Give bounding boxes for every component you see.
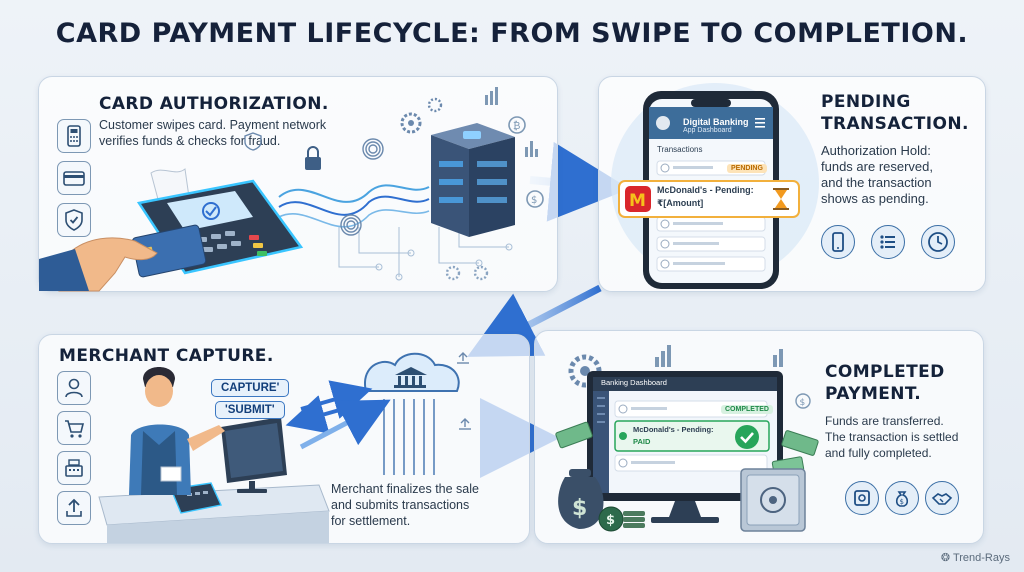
completed-desc-line3: and fully completed. — [825, 446, 932, 460]
completed-heading-line2: PAYMENT. — [825, 384, 922, 404]
pending-heading-line2: TRANSACTION. — [821, 114, 969, 134]
checkmark-shield-icon — [244, 132, 262, 151]
circuit-lines — [338, 227, 513, 281]
small-upload-icon — [457, 352, 469, 364]
check-badge-icon — [735, 425, 759, 449]
lock-icon — [305, 146, 321, 170]
gear-icon — [400, 112, 422, 134]
vault-safe — [740, 468, 806, 532]
bar-chart-icon — [655, 345, 783, 367]
handshake-icon — [925, 481, 959, 515]
user-icon — [57, 371, 91, 405]
fingerprint-icon — [362, 138, 384, 160]
phone-transactions-label: Transactions — [657, 145, 703, 154]
pending-badge: PENDING — [727, 164, 767, 173]
authorization-desc-line1: Customer swipes card. Payment network — [99, 118, 327, 132]
shopping-cart-icon — [57, 411, 91, 445]
cash-register-icon — [57, 451, 91, 485]
completed-desc-line2: The transaction is settled — [825, 430, 959, 444]
pending-desc-line4: shows as pending. — [821, 191, 929, 206]
svg-text:$: $ — [531, 195, 537, 206]
credit-card-icon — [57, 161, 91, 195]
authorization-illustration: ₿ $ — [39, 87, 544, 292]
safe-icon — [845, 481, 879, 515]
completed-row-status: PAID — [633, 437, 651, 446]
bitcoin-coin-icon: ₿ — [508, 116, 526, 134]
dashboard-title: Banking Dashboard — [601, 378, 667, 387]
completed-row-merchant: McDonald's - Pending: — [633, 425, 714, 434]
small-upload-icon-lower — [459, 418, 471, 430]
brand-watermark: ❂ Trend-Rays — [941, 551, 1010, 564]
pos-terminal-icon — [57, 119, 91, 153]
authorization-panel: CARD AUTHORIZATION. Customer swipes card… — [38, 76, 558, 292]
gear-icon-bottom — [445, 265, 489, 281]
gear-icon-small — [427, 97, 443, 113]
capture-desc-line1: Merchant finalizes the sale — [331, 482, 479, 496]
merchant-person — [129, 367, 225, 495]
phone-app-subtitle: App Dashboard — [683, 127, 732, 134]
dollar-coin-icon: $ — [526, 190, 544, 208]
data-waves — [278, 184, 430, 228]
phone-app-title: Digital Banking — [683, 117, 749, 127]
upload-icon — [57, 491, 91, 525]
banknotes — [555, 421, 819, 476]
clock-icon — [921, 225, 955, 259]
list-icon — [871, 225, 905, 259]
smartphone-icon — [821, 225, 855, 259]
money-bag: $ $ — [558, 469, 645, 532]
pending-desc-line3: and the transaction — [821, 175, 932, 190]
brand-logo-icon: ❂ — [940, 552, 953, 564]
pending-popup-merchant: McDonald's - Pending: — [657, 185, 754, 195]
mcdonalds-logo-icon: M — [629, 191, 646, 211]
page-title: CARD PAYMENT LIFECYCLE: FROM SWIPE TO CO… — [55, 18, 969, 49]
bar-chart-icon — [485, 87, 538, 157]
svg-text:$: $ — [606, 513, 615, 528]
money-bag-icon: $ — [885, 481, 919, 515]
card-terminal — [136, 168, 304, 275]
pending-panel: M Digital Banking App Dashboard Transact… — [598, 76, 986, 292]
svg-text:₿: ₿ — [513, 120, 520, 132]
monitor — [221, 417, 287, 493]
fingerprint-icon-lower — [340, 214, 362, 236]
capture-tag: CAPTURE' — [211, 379, 290, 397]
hand-holding-card — [39, 224, 207, 292]
pending-desc-line1: Authorization Hold: — [821, 143, 931, 158]
capture-illustration — [98, 352, 471, 543]
svg-text:$: $ — [900, 498, 904, 506]
brand-name: Trend-Rays — [952, 552, 1010, 564]
server-tower — [431, 123, 515, 237]
completed-illustration: $ $ $ — [555, 345, 819, 532]
pending-popup: M — [618, 180, 800, 218]
smartphone — [643, 91, 779, 289]
shield-check-icon — [57, 203, 91, 237]
completed-panel: $ $ $ — [534, 330, 984, 544]
capture-desc-line3: for settlement. — [331, 514, 411, 528]
capture-desc-line2: and submits transactions — [331, 498, 470, 512]
pending-popup-amount: ₹[Amount] — [657, 198, 704, 208]
svg-text:$: $ — [572, 496, 587, 521]
sync-arrows — [285, 380, 391, 450]
completed-badge: COMPLETED — [721, 405, 773, 414]
submit-tag: 'SUBMIT' — [215, 401, 285, 419]
completed-desc-line1: Funds are transferred. — [825, 414, 944, 428]
dashboard-monitor — [587, 371, 783, 523]
authorization-desc-line2: verifies funds & checks for fraud. — [99, 134, 281, 148]
capture-panel: MERCHANT CAPTURE. — [38, 334, 530, 544]
pending-heading-line1: PENDING — [821, 92, 911, 112]
svg-text:$: $ — [800, 398, 806, 408]
hourglass-icon — [773, 188, 789, 210]
dollar-coin-icon: $ — [795, 393, 811, 409]
upload-lines — [383, 399, 435, 475]
cloud-bank-icon — [363, 352, 460, 392]
authorization-heading: CARD AUTHORIZATION. — [99, 94, 329, 114]
pending-illustration: M — [611, 83, 819, 289]
pending-desc-line2: funds are reserved, — [821, 159, 934, 174]
completed-heading-line1: COMPLETED — [825, 362, 945, 382]
capture-heading: MERCHANT CAPTURE. — [59, 346, 274, 366]
